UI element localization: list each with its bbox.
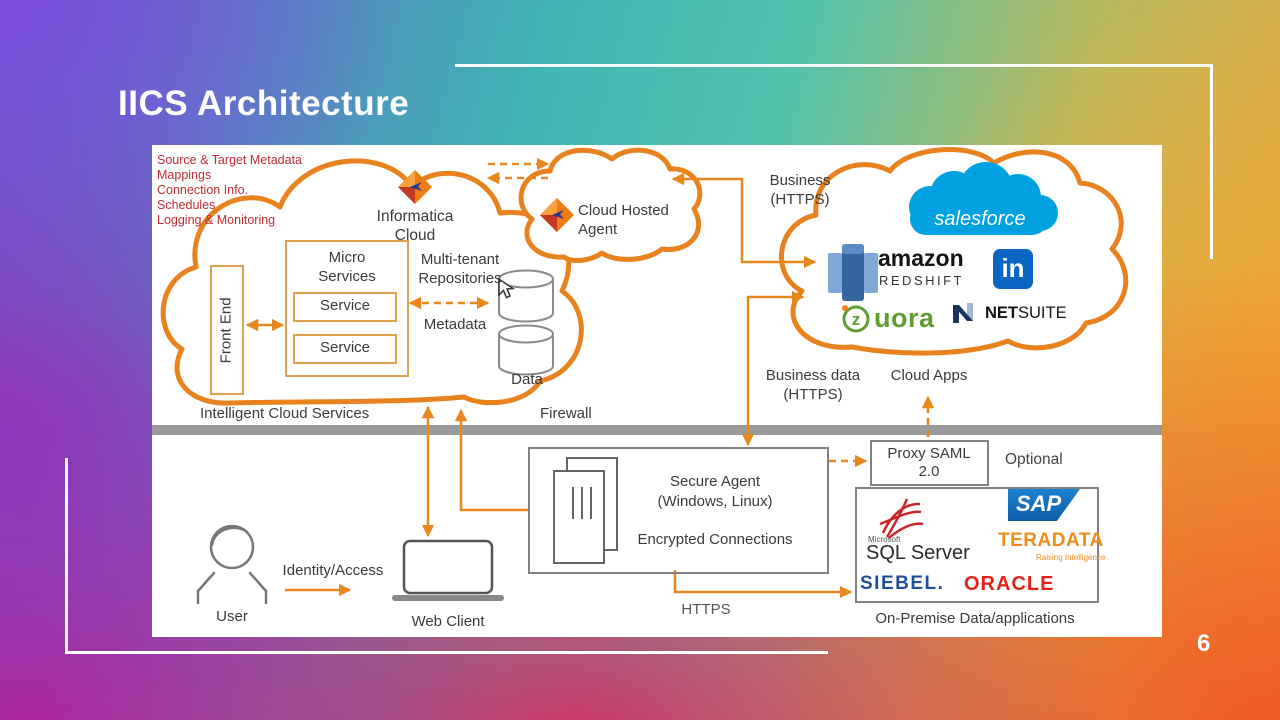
svg-text:z: z: [852, 310, 861, 329]
multitenant-label2: Repositories: [418, 270, 502, 287]
firewall-bar: [152, 425, 1162, 435]
encrypted-connections-label: Encrypted Connections: [637, 531, 793, 548]
proxy-saml-label2: 2.0: [918, 463, 940, 480]
intelligent-cloud-services-label: Intelligent Cloud Services: [200, 405, 370, 422]
front-end-label: Front End: [217, 297, 235, 364]
proxy-saml-box: Proxy SAML 2.0: [870, 440, 989, 486]
note-line: Logging & Monitoring: [157, 213, 276, 227]
svg-text:salesforce: salesforce: [934, 208, 1025, 230]
salesforce-logo: salesforce: [909, 162, 1058, 235]
microsoft-label: Microsoft: [868, 535, 901, 544]
oracle-logo: ORACLE: [964, 573, 1055, 595]
cursor-icon: [498, 277, 516, 299]
data-label: Data: [511, 371, 543, 388]
teradata-tagline: Raising Intelligence: [1036, 553, 1106, 562]
connectors: [245, 157, 935, 599]
multitenant-label: Multi-tenant: [420, 251, 500, 268]
user-icon: [196, 524, 268, 605]
service-box-2: Service: [293, 334, 397, 364]
redshift-icon: [828, 244, 878, 301]
diagram-panel: salesforce: [152, 145, 1162, 637]
service-label-1: Service: [319, 297, 371, 314]
redshift-logo: REDSHIFT: [879, 273, 964, 288]
diagram-canvas: salesforce: [160, 147, 1129, 605]
decor-line-bottom: [65, 651, 828, 654]
documents-icon: [553, 457, 618, 564]
secure-agent-label: Secure Agent: [669, 473, 761, 490]
decor-line-right: [1210, 64, 1213, 259]
laptop-icon: [392, 539, 504, 601]
siebel-logo: SIEBEL.: [860, 573, 945, 594]
service-box-1: Service: [293, 292, 397, 322]
business-https-label: Business: [769, 172, 831, 189]
proxy-saml-label: Proxy SAML: [887, 445, 971, 462]
arrow-agent-saas-business: [671, 172, 817, 269]
netsuite-icon: [947, 297, 979, 329]
cloud-apps-label: Cloud Apps: [890, 367, 968, 384]
on-premise-label: On-Premise Data/applications: [875, 610, 1075, 627]
zuora-logo: z uora: [840, 302, 935, 334]
slide-number: 6: [1197, 630, 1211, 657]
on-premise-box: [855, 487, 1099, 603]
arrow-secureagent-cloud: [454, 408, 528, 512]
ics-cloud-outline: [160, 158, 584, 406]
decor-line-left: [65, 458, 68, 654]
teradata-logo: TERADATA: [998, 530, 1104, 551]
firewall-label: Firewall: [540, 405, 592, 422]
metadata-label: Metadata: [423, 316, 487, 333]
secure-agent-box: Secure Agent (Windows, Linux) Encrypted …: [528, 447, 829, 574]
cloud-hosted-agent-label2: Agent: [578, 221, 618, 238]
metadata-database-icon: [498, 269, 554, 323]
user-label: User: [216, 608, 248, 625]
micro-services-box: Micro Services Service Service: [285, 240, 409, 377]
business-https-label2: (HTTPS): [770, 191, 830, 208]
note-line: Source & Target Metadata: [157, 153, 302, 167]
linkedin-logo: in: [993, 249, 1033, 289]
decor-line-top: [455, 64, 1213, 67]
service-label-2: Service: [319, 339, 371, 356]
zuora-icon: z: [842, 305, 870, 333]
page-title: IICS Architecture: [118, 84, 410, 123]
micro-services-label: Micro: [328, 249, 366, 266]
informatica-cloud-label2: Cloud: [394, 227, 436, 244]
note-line: Connection Info.: [157, 183, 249, 197]
data-database-icon: [498, 324, 554, 376]
web-client-label: Web Client: [411, 613, 485, 630]
https-label: HTTPS: [681, 601, 731, 618]
amazon-logo: amazon: [878, 245, 964, 271]
arrow-https-onprem: [673, 570, 853, 599]
identity-access-label: Identity/Access: [282, 562, 384, 579]
arrow-secureagent-saas: [741, 290, 805, 447]
cloud-hosted-agent-label: Cloud Hosted: [578, 202, 669, 219]
micro-services-label2: Services: [318, 268, 376, 285]
cloud-hosted-agent-outline: [518, 147, 703, 263]
sql-server-icon: [879, 498, 924, 539]
informatica-cloud-label: Informatica: [376, 208, 454, 225]
front-end-box: Front End: [210, 265, 244, 395]
optional-label: Optional: [1005, 451, 1063, 468]
note-line: Mappings: [157, 168, 212, 182]
secure-agent-label2: (Windows, Linux): [657, 493, 773, 510]
business-data-label: Business data: [765, 367, 861, 384]
sql-server-logo: SQL Server: [866, 542, 970, 564]
zuora-wordmark: uora: [874, 302, 935, 333]
netsuite-logo: NETSUITE: [985, 304, 1067, 322]
business-data-label2: (HTTPS): [783, 386, 843, 403]
note-line: Schedules: [157, 198, 216, 212]
